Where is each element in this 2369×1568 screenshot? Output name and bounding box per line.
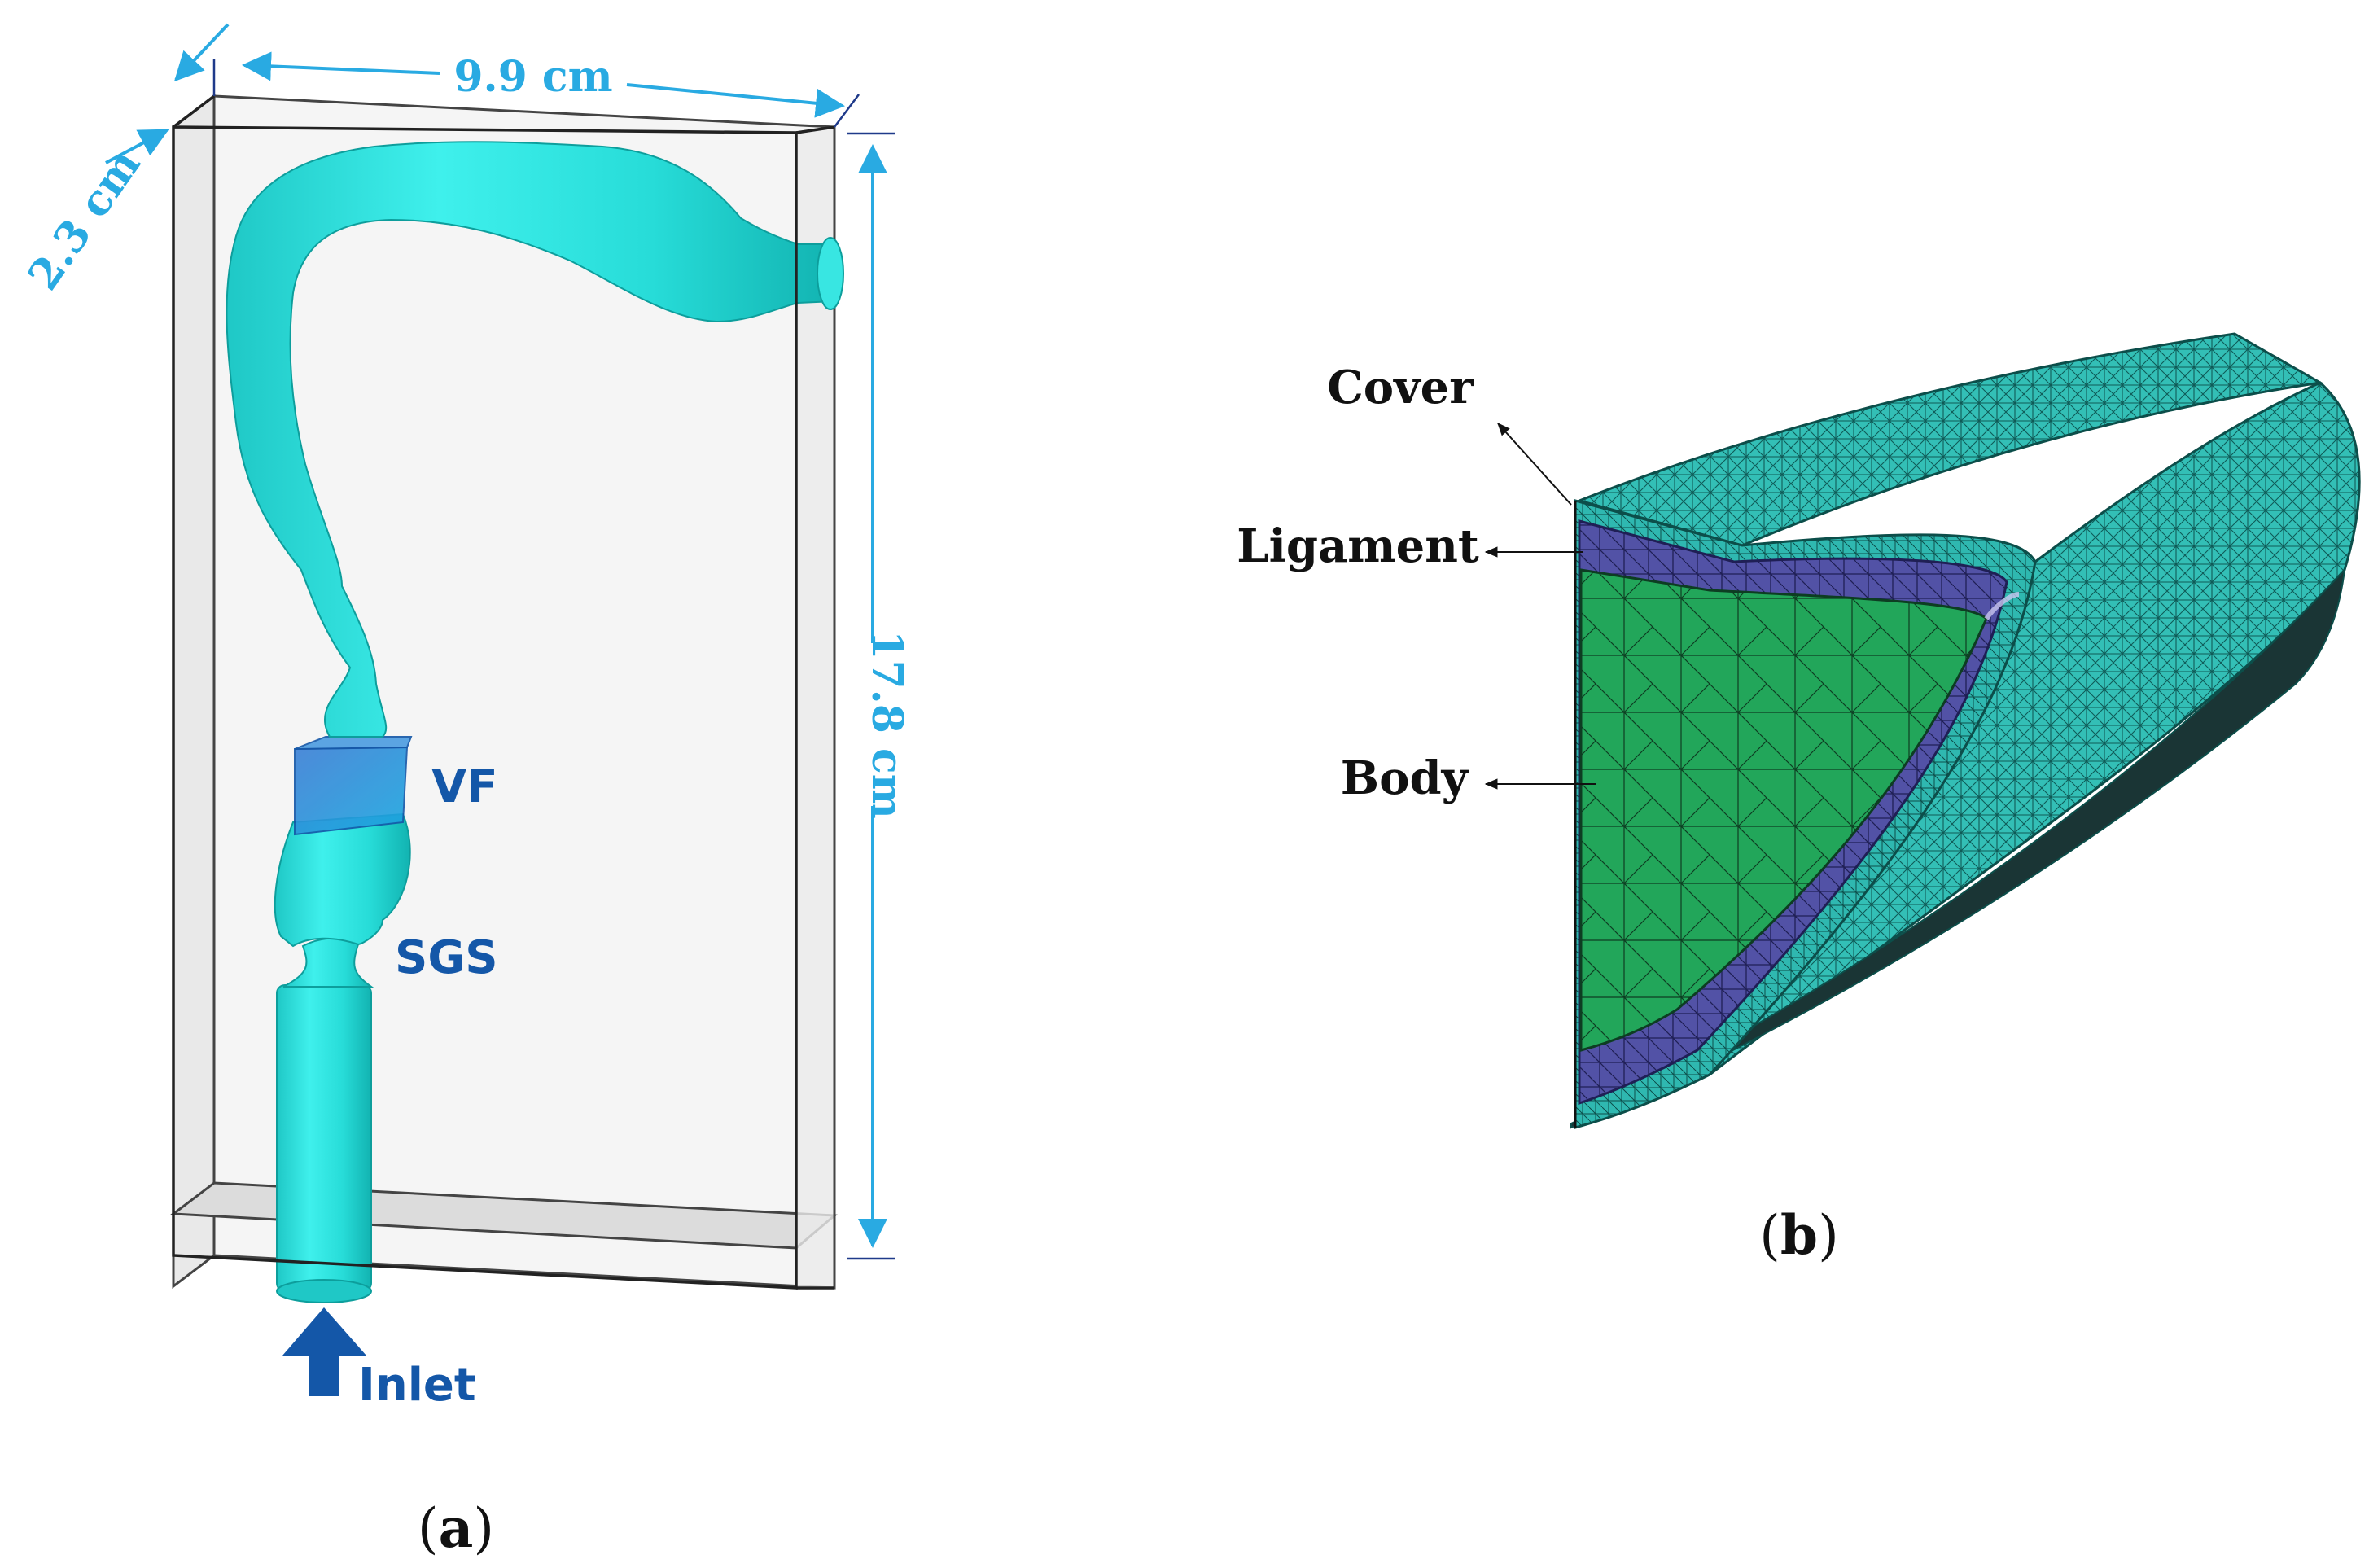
inlet-arrow (282, 1307, 366, 1396)
caption-b: (b) (1759, 1203, 1839, 1267)
dimension-height: 17.8 cm (847, 132, 912, 1260)
cover-top-surface (1575, 332, 2324, 547)
cover-label: Cover (1327, 361, 1474, 414)
width-label: 9.9 cm (453, 52, 612, 102)
body-layer (1579, 568, 1988, 1052)
depth-label: 2.3 cm (19, 140, 151, 299)
domain-box-front (172, 94, 835, 1290)
vf-label: VF (431, 760, 498, 813)
panel-b: Cover Ligament Body (b) (1237, 332, 2361, 1267)
airway-model (226, 141, 844, 1303)
body-label: Body (1341, 751, 1469, 805)
panel-a: 9.9 cm 2.3 cm 17.8 cm VF SGS Inlet (a) (19, 23, 912, 1560)
ligament-label: Ligament (1237, 519, 1479, 573)
caption-a: (a) (418, 1496, 494, 1560)
ligament-callout: Ligament (1237, 519, 1583, 573)
cover-callout: Cover (1327, 361, 1572, 506)
body-callout: Body (1341, 751, 1596, 805)
height-label: 17.8 cm (862, 630, 912, 818)
dimension-width: 9.9 cm (212, 51, 860, 128)
vocal-fold-region (294, 746, 409, 836)
inlet-label: Inlet (358, 1359, 476, 1412)
sgs-label: SGS (395, 931, 498, 984)
